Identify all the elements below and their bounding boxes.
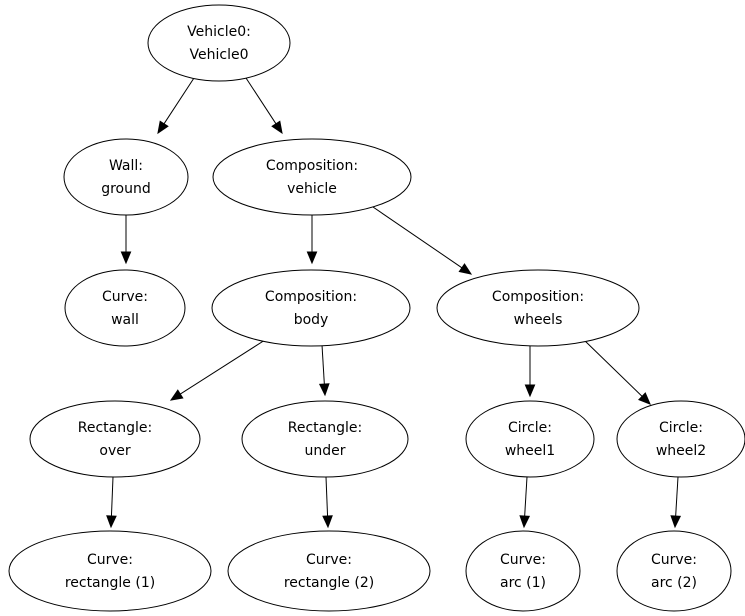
node-label-line2: rectangle (1) [65,575,155,591]
graph-node-composition-vehicle[interactable]: Composition: vehicle [212,138,412,216]
node-label-line2: vehicle [287,181,337,197]
node-label-line1: Composition: [266,158,358,174]
node-label-line2: Vehicle0 [190,47,249,63]
node-ellipse-shape[interactable] [29,400,201,478]
graph-node-composition-body[interactable]: Composition: body [211,269,411,347]
edge-line [325,476,329,517]
graph-node-vehicle0[interactable]: Vehicle0: Vehicle0 [147,4,291,82]
graph-node-rectangle-over[interactable]: Rectangle: over [29,400,201,478]
node-label-line1: Rectangle: [288,420,362,436]
node-label-line2: wheel1 [505,443,555,459]
node-label-line2: under [304,443,345,459]
graph-node-circle-wheel1[interactable]: Circle: wheel1 [465,400,595,478]
node-label-line1: Wall: [109,158,143,174]
edge-circle-wheel2-to-curve-arc-2 [670,476,682,529]
arrowhead-icon [524,384,536,398]
edge-line [582,338,643,397]
arrowhead-icon [638,392,651,405]
graph-node-curve-rectangle-2[interactable]: Curve: rectangle (2) [227,530,431,612]
graph-node-composition-wheels[interactable]: Composition: wheels [436,269,640,347]
graph-node-curve-arc-2[interactable]: Curve: arc (2) [616,530,732,612]
node-ellipse-shape[interactable] [64,269,186,347]
node-label-line2: rectangle (2) [284,575,374,591]
node-label-line2: ground [101,181,151,197]
node-ellipse-shape[interactable] [465,400,595,478]
nodes-layer: Vehicle0:Vehicle0Wall:groundComposition:… [8,4,745,612]
edge-vehicle0-to-composition-vehicle [245,77,283,135]
arrowhead-icon [106,515,117,529]
edge-composition-vehicle-to-composition-body [306,215,318,265]
edge-rectangle-over-to-curve-rectangle-1 [106,476,117,529]
node-ellipse-shape[interactable] [227,530,431,612]
arrowhead-icon [519,515,531,529]
node-ellipse-shape[interactable] [212,138,412,216]
edge-rectangle-under-to-curve-rectangle-2 [322,476,333,529]
node-label-line1: Curve: [500,552,546,568]
edge-composition-vehicle-to-composition-wheels [372,206,473,275]
edge-line [321,344,325,385]
node-ellipse-shape[interactable] [436,269,640,347]
node-label-line2: body [294,312,329,328]
node-label-line2: wheels [514,312,563,328]
edge-line [180,339,266,395]
node-label-line1: Curve: [651,552,697,568]
node-ellipse-shape[interactable] [8,530,212,612]
edge-composition-wheels-to-circle-wheel1 [524,345,536,398]
arrowhead-icon [169,389,184,401]
graph-node-curve-rectangle-1[interactable]: Curve: rectangle (1) [8,530,212,612]
edge-wall-ground-to-curve-wall [120,215,132,265]
node-label-line1: Rectangle: [78,420,152,436]
node-ellipse-shape[interactable] [211,269,411,347]
node-label-line1: Curve: [306,552,352,568]
edge-composition-wheels-to-circle-wheel2 [582,338,651,405]
edge-line [245,77,277,125]
arrowhead-icon [120,251,132,265]
node-label-line2: arc (2) [651,575,697,591]
node-label-line2: wall [111,312,139,328]
edge-composition-body-to-rectangle-over [169,339,266,401]
edge-line [163,77,195,125]
node-ellipse-shape[interactable] [616,400,745,478]
arrowhead-icon [458,263,473,275]
node-ellipse-shape[interactable] [63,138,189,216]
node-label-line1: Composition: [265,289,357,305]
node-ellipse-shape[interactable] [241,400,409,478]
graph-node-circle-wheel2[interactable]: Circle: wheel2 [616,400,745,478]
arrowhead-icon [318,383,330,397]
edge-circle-wheel1-to-curve-arc-1 [519,476,531,529]
edges-layer [106,77,682,529]
arrowhead-icon [306,251,318,265]
arrowhead-icon [670,515,682,529]
node-label-line2: arc (1) [500,575,546,591]
edge-line [675,476,679,517]
node-label-line1: Circle: [508,420,552,436]
arrowhead-icon [271,120,283,135]
node-label-line1: Vehicle0: [187,24,251,40]
graph-node-rectangle-under[interactable]: Rectangle: under [241,400,409,478]
node-ellipse-shape[interactable] [465,530,581,612]
node-label-line2: over [99,443,130,459]
node-label-line1: Composition: [492,289,584,305]
edge-vehicle0-to-wall-ground [157,77,195,135]
graph-node-curve-wall[interactable]: Curve: wall [64,269,186,347]
edge-line [110,476,114,517]
node-label-line1: Curve: [102,289,148,305]
node-ellipse-shape[interactable] [616,530,732,612]
edge-line [372,206,463,269]
edge-composition-body-to-rectangle-under [318,344,330,397]
arrowhead-icon [322,515,333,529]
graph-node-curve-arc-1[interactable]: Curve: arc (1) [465,530,581,612]
node-label-line1: Circle: [659,420,703,436]
edge-line [524,476,528,517]
node-label-line1: Curve: [87,552,133,568]
arrowhead-icon [157,120,169,135]
graph-node-wall-ground[interactable]: Wall: ground [63,138,189,216]
node-ellipse-shape[interactable] [147,4,291,82]
node-label-line2: wheel2 [656,443,706,459]
